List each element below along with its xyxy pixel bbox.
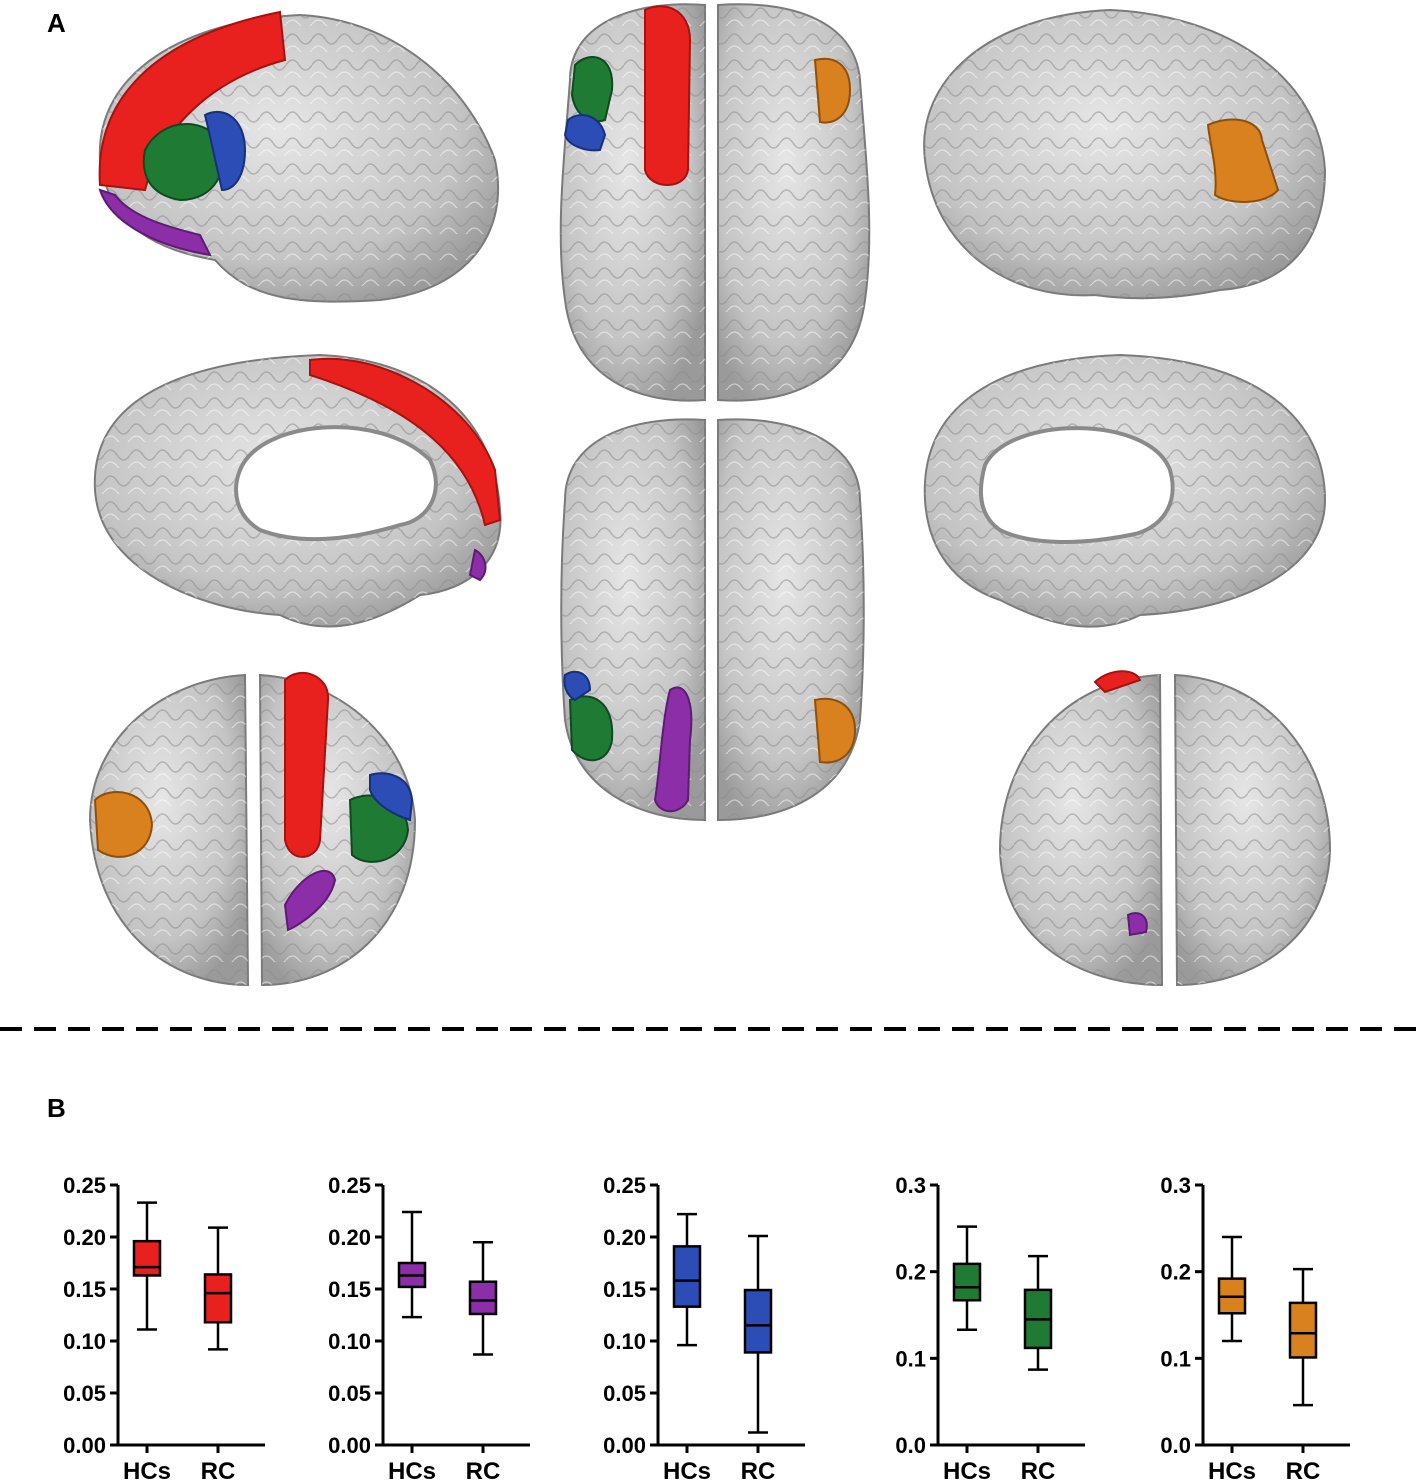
- y-tick-label: 0.05: [63, 1381, 106, 1406]
- box-rc: [203, 1226, 233, 1351]
- box-rc: [1023, 1254, 1053, 1371]
- category-label: RC: [201, 1458, 236, 1480]
- y-tick-label: 0.15: [63, 1277, 106, 1302]
- box-rc: [743, 1234, 773, 1434]
- y-tick-label: 0.20: [63, 1225, 106, 1250]
- y-tick-label: 0.20: [328, 1225, 371, 1250]
- box-hcs: [672, 1212, 702, 1347]
- y-tick-label: 0.10: [328, 1329, 371, 1354]
- category-label: HCs: [123, 1458, 171, 1480]
- box-iqr: [203, 1273, 233, 1324]
- panel-label-a: A: [47, 8, 66, 38]
- y-tick-label: 0.10: [603, 1329, 646, 1354]
- panel-label-b: B: [47, 1093, 66, 1123]
- brain-right-lateral: [923, 8, 1327, 300]
- box-hcs: [132, 1201, 162, 1331]
- category-label: HCs: [1208, 1458, 1256, 1480]
- y-tick-label: 0.1: [895, 1346, 926, 1371]
- y-tick-label: 0.25: [328, 1173, 371, 1198]
- box-hcs: [397, 1210, 427, 1319]
- category-label: RC: [741, 1458, 776, 1480]
- y-tick-label: 0.2: [895, 1260, 926, 1285]
- y-tick-label: 0.1: [1160, 1346, 1191, 1371]
- box-iqr: [672, 1245, 702, 1308]
- category-label: RC: [466, 1458, 501, 1480]
- brain-anterior: [998, 670, 1332, 987]
- brain-left-medial: [93, 353, 502, 628]
- brain-renderings: [88, 3, 1332, 987]
- box-iqr: [743, 1288, 773, 1354]
- y-tick-label: 0.20: [603, 1225, 646, 1250]
- y-tick-label: 0.00: [328, 1433, 371, 1458]
- brain-superior: [559, 3, 871, 402]
- y-tick-label: 0.0: [1160, 1433, 1191, 1458]
- y-tick-label: 0.25: [63, 1173, 106, 1198]
- category-label: RC: [1021, 1458, 1056, 1480]
- box-hcs: [952, 1225, 982, 1331]
- box-iqr: [1288, 1301, 1318, 1359]
- dashed-divider: [0, 1027, 1417, 1031]
- brain-left-lateral: [98, 10, 500, 303]
- brain-posterior: [88, 671, 417, 987]
- y-tick-label: 0.3: [1160, 1173, 1191, 1198]
- box-rc: [1288, 1267, 1318, 1407]
- box-iqr: [132, 1239, 162, 1277]
- category-label: HCs: [663, 1458, 711, 1480]
- y-tick-label: 0.10: [63, 1329, 106, 1354]
- y-tick-label: 0.2: [1160, 1260, 1191, 1285]
- category-label: RC: [1286, 1458, 1321, 1480]
- y-tick-label: 0.3: [895, 1173, 926, 1198]
- y-tick-label: 0.25: [603, 1173, 646, 1198]
- category-label: HCs: [943, 1458, 991, 1480]
- y-tick-label: 0.05: [603, 1381, 646, 1406]
- y-tick-label: 0.15: [328, 1277, 371, 1302]
- y-tick-label: 0.05: [328, 1381, 371, 1406]
- y-tick-label: 0.15: [603, 1277, 646, 1302]
- brain-inferior: [560, 418, 865, 822]
- y-tick-label: 0.0: [895, 1433, 926, 1458]
- box-iqr: [952, 1262, 982, 1302]
- box-rc: [468, 1240, 498, 1356]
- y-tick-label: 0.00: [603, 1433, 646, 1458]
- box-hcs: [1217, 1235, 1247, 1343]
- y-tick-label: 0.00: [63, 1433, 106, 1458]
- box-iqr: [468, 1280, 498, 1316]
- brain-right-medial: [923, 353, 1327, 628]
- category-label: HCs: [388, 1458, 436, 1480]
